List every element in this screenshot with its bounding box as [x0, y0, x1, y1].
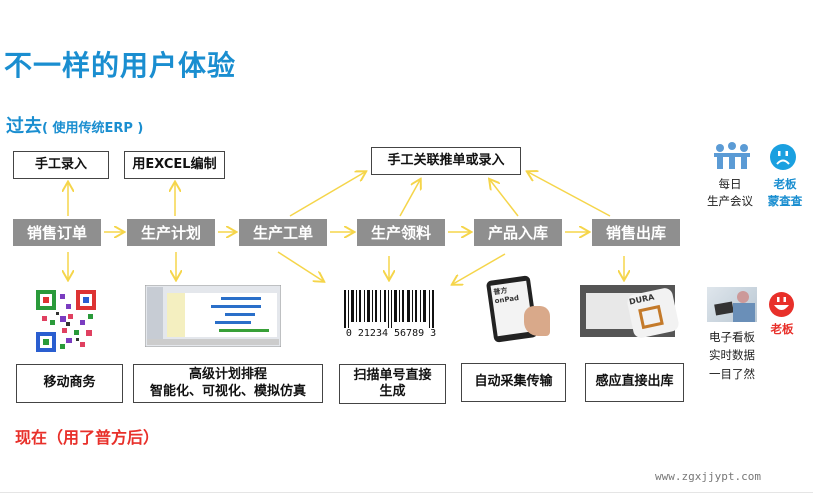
barcode-digits: 0 21234 56789 3 [346, 328, 436, 338]
sad-face-icon [770, 144, 796, 170]
flow-sales-out: 销售出库 [592, 219, 680, 246]
box-manual-entry: 手工录入 [13, 151, 109, 179]
tablet-image: 普方onPad [484, 275, 556, 348]
boss-confused-caption: 老板蒙查查 [765, 176, 805, 211]
arrow [277, 251, 323, 281]
boss-confused-line2: 蒙查查 [767, 194, 803, 209]
dashboard-line2: 实时数据 [709, 348, 755, 363]
meeting-caption-line2: 生产会议 [707, 194, 753, 209]
dashboard-line3: 一目了然 [709, 366, 755, 381]
box-scan-line2: 生成 [379, 384, 406, 399]
flow-sales-order: 销售订单 [13, 219, 101, 246]
watermark: www.zgxjjypt.com [655, 470, 761, 483]
boss-happy-caption: 老板 [770, 322, 794, 336]
past-sub: ( 使用传统ERP ) [42, 121, 144, 136]
barcode-image: 0 21234 56789 3 [344, 290, 436, 338]
box-scan-line1: 扫描单号直接 [353, 367, 432, 383]
box-scan: 扫描单号直接生成 [339, 364, 446, 404]
dashboard-line1: 电子看板 [709, 330, 755, 344]
scheduling-software-screenshot [145, 285, 281, 347]
flow-work-order: 生产工单 [239, 219, 327, 246]
happy-face-icon [769, 292, 794, 317]
arrow [399, 180, 420, 217]
box-aps-line2: 智能化、可视化、模拟仿真 [149, 383, 306, 399]
flow-production-plan: 生产计划 [127, 219, 215, 246]
box-aps-line1: 高级计划排程 [188, 367, 267, 383]
past-heading: 过去( 使用传统ERP ) [6, 112, 143, 138]
boss-confused-line1: 老板 [773, 177, 797, 191]
arrow [490, 180, 519, 217]
meeting-caption: 每日生产会议 [700, 176, 760, 211]
arrow [289, 172, 365, 217]
box-excel: 用EXCEL编制 [124, 151, 225, 179]
box-aps: 高级计划排程智能化、可视化、模拟仿真 [133, 364, 323, 403]
page-title: 不一样的用户体验 [4, 49, 237, 82]
bottom-divider [0, 492, 813, 493]
flow-material-issue: 生产领料 [357, 219, 445, 246]
box-auto-collect: 自动采集传输 [461, 363, 566, 402]
box-manual-link: 手工关联推单或录入 [371, 147, 521, 175]
dashboard-caption: 电子看板实时数据一目了然 [697, 328, 767, 383]
flow-stock-in: 产品入库 [474, 219, 562, 246]
now-heading: 现在（用了普方后） [15, 428, 160, 447]
meeting-people-icon [714, 142, 750, 169]
arrow [528, 172, 611, 217]
dashboard-photo [707, 287, 757, 322]
rfid-label-image: DURA [580, 285, 681, 340]
past-label: 过去 [6, 116, 42, 137]
box-sensor-out: 感应直接出库 [585, 363, 684, 402]
meeting-caption-line1: 每日 [718, 177, 742, 191]
qr-code-image [36, 290, 98, 352]
box-mobile-commerce: 移动商务 [16, 364, 123, 403]
arrow [453, 253, 506, 284]
